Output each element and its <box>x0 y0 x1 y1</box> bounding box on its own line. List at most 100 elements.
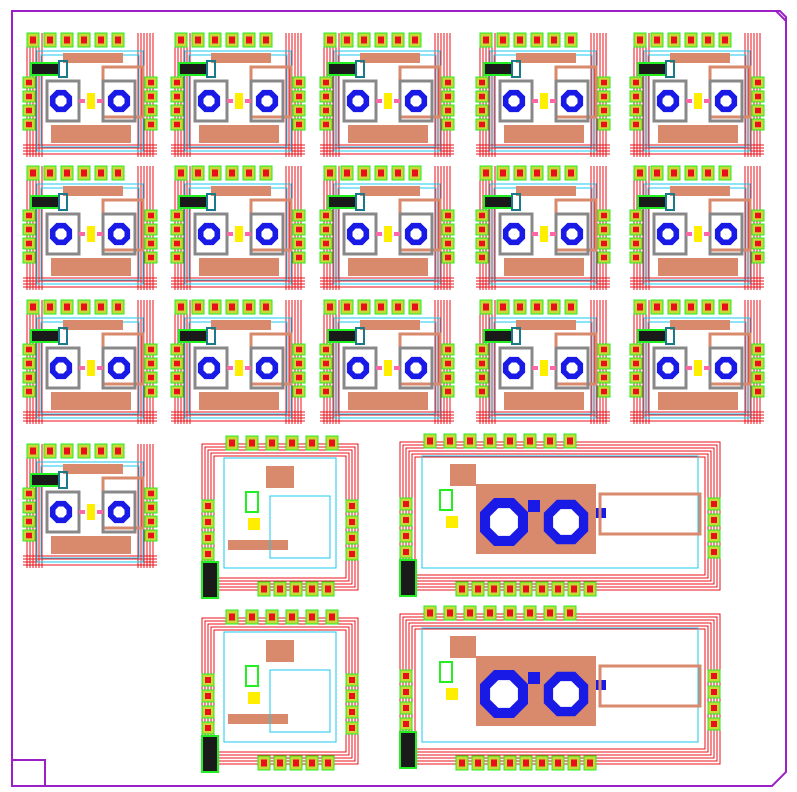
via <box>79 99 85 103</box>
bond-pad-core <box>711 549 717 555</box>
bond-pad-core <box>571 585 577 593</box>
bond-pad-core <box>507 585 513 593</box>
bond-pad-core <box>229 36 235 44</box>
inductor-coil-center <box>203 228 215 240</box>
bond-pad <box>111 299 125 315</box>
bond-pad-core <box>323 374 329 381</box>
bond-pad <box>441 90 455 103</box>
bond-pad <box>496 165 510 181</box>
bond-pad <box>567 581 581 597</box>
metal-route <box>598 664 702 708</box>
metal-bus <box>360 53 420 63</box>
bond-pad-core <box>395 36 401 44</box>
bond-pad-core <box>755 374 761 381</box>
bond-pad-core <box>487 437 493 445</box>
bond-pad-core <box>711 689 717 695</box>
bond-pad <box>144 251 158 264</box>
bond-pad-core <box>115 36 121 44</box>
bond-pad <box>597 76 611 89</box>
bond-pad-core <box>445 107 451 114</box>
bond-pad <box>629 90 643 103</box>
bond-pad <box>22 501 36 514</box>
bond-pad-core <box>26 374 32 381</box>
metal-bus <box>658 392 738 410</box>
bond-pad <box>496 32 510 48</box>
metal-bus <box>63 53 123 63</box>
bond-pad <box>191 299 205 315</box>
bond-pad <box>701 165 715 181</box>
inductor-coil-center <box>113 95 125 107</box>
bond-pad <box>319 104 333 117</box>
bond-pad-core <box>445 360 451 367</box>
bond-pad <box>597 223 611 236</box>
via <box>376 99 382 103</box>
bond-pad <box>391 299 405 315</box>
bond-pad-core <box>205 725 211 731</box>
bond-pad-core <box>523 585 529 593</box>
bond-pad-core <box>148 79 154 86</box>
bond-pad-core <box>403 721 409 727</box>
bond-pad-core <box>148 254 154 261</box>
bond-pad-core <box>755 254 761 261</box>
bond-pad <box>563 433 577 449</box>
label-block <box>327 62 357 76</box>
label-block <box>30 473 60 487</box>
bond-pad <box>191 32 205 48</box>
test-cell <box>22 32 158 157</box>
metal-bus <box>348 392 428 410</box>
via <box>686 232 692 236</box>
bond-pad-core <box>349 677 355 683</box>
bond-pad-core <box>601 79 607 86</box>
bond-pad-core <box>755 346 761 353</box>
bond-pad <box>475 104 489 117</box>
bond-pad-core <box>483 36 489 44</box>
bond-pad-core <box>64 36 70 44</box>
inductor-coil-center <box>566 228 578 240</box>
bond-pad-core <box>755 240 761 247</box>
bond-pad-core <box>555 585 561 593</box>
inductor-coil-center <box>662 362 674 374</box>
bond-pad-core <box>487 609 493 617</box>
bond-pad <box>503 755 517 771</box>
bond-pad-core <box>755 93 761 100</box>
bond-pad <box>633 299 647 315</box>
bond-pad-core <box>148 504 154 511</box>
bond-pad <box>345 689 359 703</box>
bond-pad-core <box>98 303 104 311</box>
bond-pad <box>292 76 306 89</box>
bond-pad-core <box>195 303 201 311</box>
bond-pad-core <box>711 673 717 679</box>
bond-pad-core <box>323 93 329 100</box>
bond-pad <box>77 165 91 181</box>
inductor-coil-center <box>55 506 67 518</box>
bond-pad <box>399 545 413 559</box>
bond-pad <box>357 299 371 315</box>
test-cell <box>629 299 765 424</box>
bond-pad-core <box>491 759 497 767</box>
device-outline <box>245 665 259 687</box>
bond-pad-core <box>467 437 473 445</box>
bond-pad-core <box>427 437 433 445</box>
bond-pad <box>22 385 36 398</box>
bond-pad-core <box>601 226 607 233</box>
bond-pad <box>22 251 36 264</box>
via <box>532 99 538 103</box>
bond-pad-core <box>277 585 283 593</box>
bond-pad <box>319 385 333 398</box>
bond-pad-core <box>327 303 333 311</box>
bond-pad-core <box>447 437 453 445</box>
bond-pad <box>94 299 108 315</box>
bond-pad-core <box>412 36 418 44</box>
bond-pad <box>475 237 489 250</box>
label-block-edge <box>665 60 675 78</box>
capacitor <box>540 93 548 109</box>
via <box>245 366 251 370</box>
bond-pad <box>60 165 74 181</box>
bond-pad-core <box>323 107 329 114</box>
inductor-coil-center <box>261 95 273 107</box>
bond-pad <box>391 165 405 181</box>
bond-pad <box>323 32 337 48</box>
bond-pad-core <box>445 79 451 86</box>
bond-pad <box>475 251 489 264</box>
